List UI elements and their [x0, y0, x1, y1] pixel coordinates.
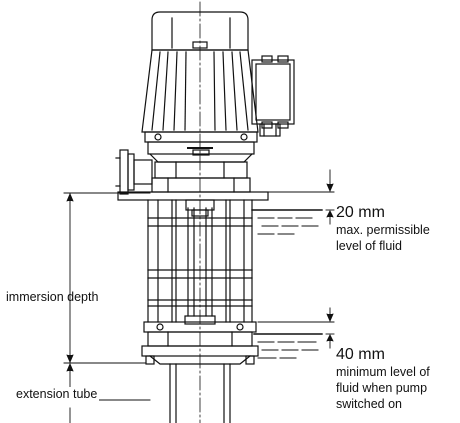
min-level-value: 40 mm — [336, 346, 385, 363]
extension-tube-drawing — [169, 363, 231, 423]
cable-gland — [259, 123, 281, 137]
discharge-flange — [115, 149, 153, 195]
max-level-value: 20 mm — [336, 204, 385, 221]
max-level-desc-line2: level of fluid — [336, 239, 403, 253]
motor-top-cover — [151, 11, 249, 51]
fluid-level-min — [253, 333, 323, 359]
min-level-desc-line3: switched on — [336, 397, 403, 411]
fluid-level-max — [251, 209, 323, 235]
dimension-immersion-depth — [63, 192, 151, 364]
motor-body — [141, 49, 259, 133]
motor-flange — [144, 131, 258, 143]
immersion-depth-label: immersion depth — [6, 290, 99, 304]
dimension-20mm — [253, 169, 335, 225]
lantern-housing — [147, 141, 255, 193]
motor — [141, 11, 259, 143]
min-level-desc-line2: fluid when pump — [336, 381, 428, 395]
extension-tube-label: extension tube — [14, 387, 100, 402]
max-level-desc-line1: max. permissible — [336, 223, 430, 237]
dimension-40mm — [257, 307, 335, 349]
terminal-box — [251, 55, 295, 137]
min-level-desc-line1: minimum level of — [336, 365, 430, 379]
